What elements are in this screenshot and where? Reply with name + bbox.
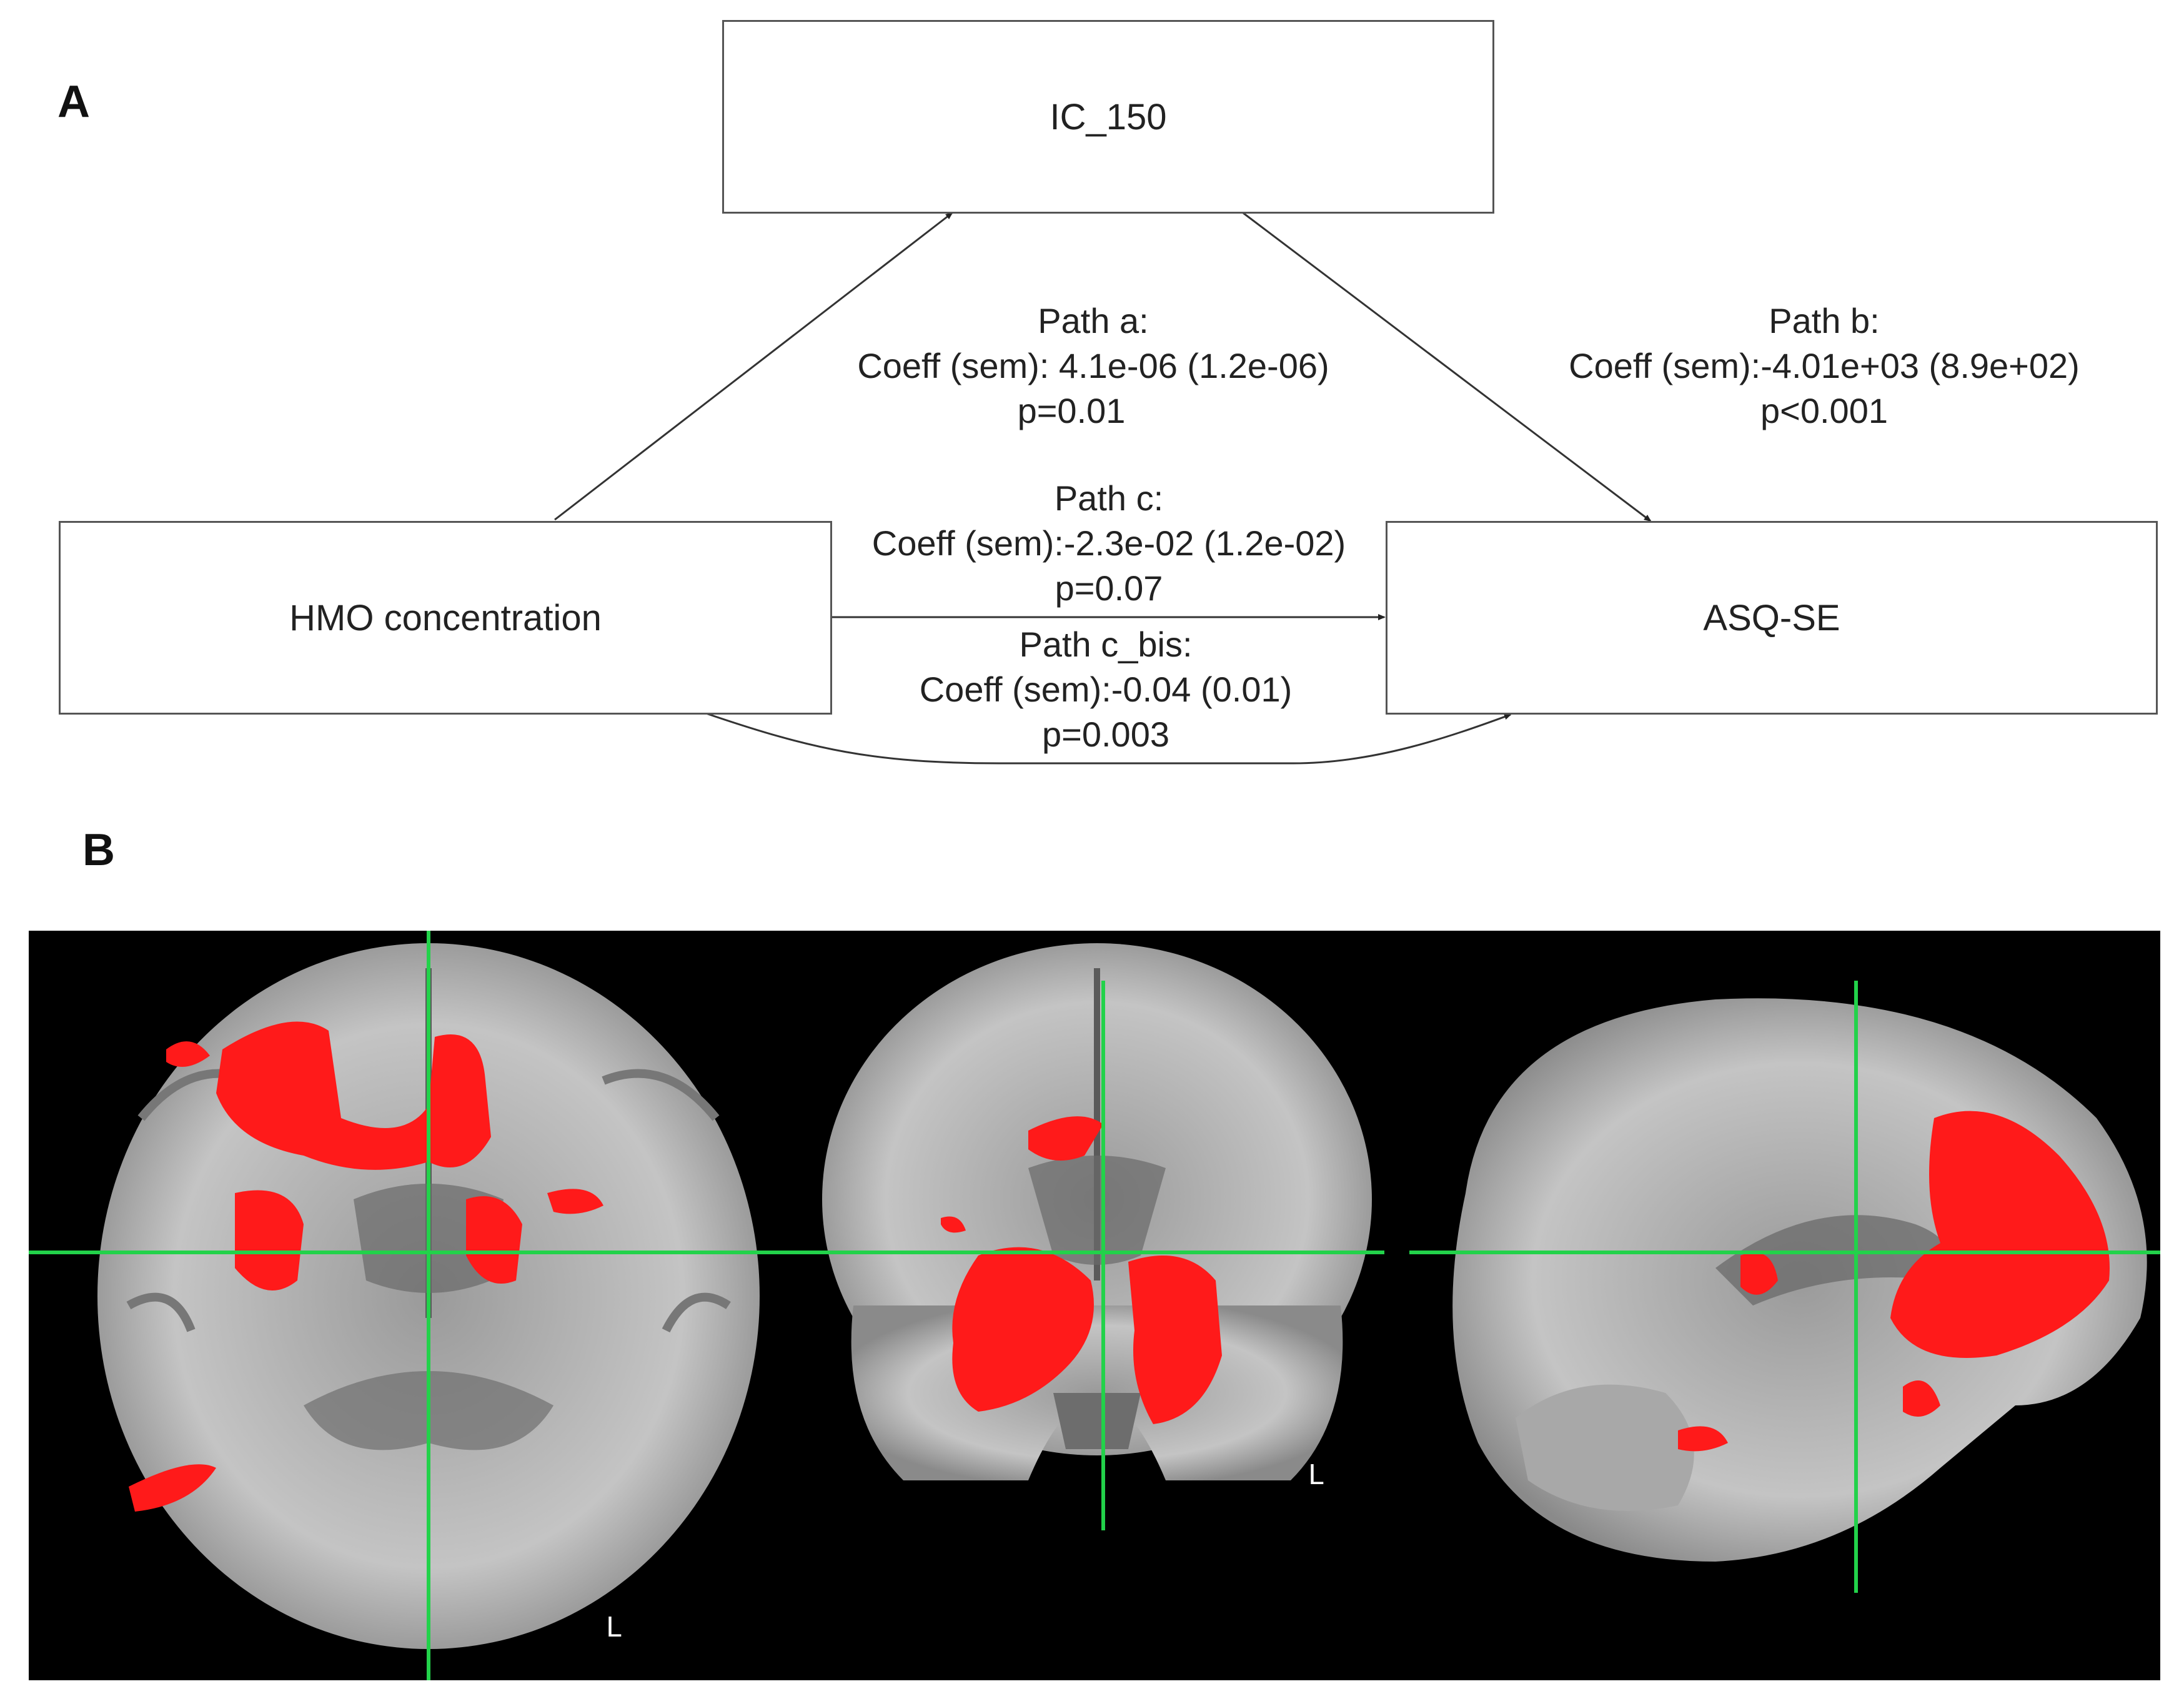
path-b-name: Path b: [1769,301,1880,340]
path-c-bis-p: p=0.003 [1042,715,1169,754]
path-c-coeff: Coeff (sem):-2.3e-02 (1.2e-02) [871,523,1346,563]
sagittal-activation [1678,1111,2110,1452]
coronal-orientation-label: L [1308,1459,1324,1491]
path-c-label: Path c: Coeff (sem):-2.3e-02 (1.2e-02) p… [812,476,1406,611]
coronal-slice [822,943,1372,1480]
crosshairs [29,931,2160,1680]
brain-slices-panel: L L [29,931,2160,1680]
mediator-box: IC_150 [722,20,1494,214]
brain-slices-image [29,931,2160,1680]
path-a-p: p=0.01 [1017,391,1126,430]
path-c-bis-arrow [705,712,1512,765]
path-c-bis-label: Path c_bis: Coeff (sem):-0.04 (0.01) p=0… [825,622,1387,757]
path-a-coeff: Coeff (sem): 4.1e-06 (1.2e-06) [857,346,1329,385]
predictor-label: HMO concentration [289,597,602,638]
path-c-bis-coeff: Coeff (sem):-0.04 (0.01) [919,670,1293,709]
path-c-bis-name: Path c_bis: [1019,625,1193,664]
mediator-label: IC_150 [1050,96,1167,137]
path-a-arrow [554,212,953,521]
path-b-p: p<0.001 [1760,391,1888,430]
path-b-arrow [1243,212,1652,522]
path-c-p: p=0.07 [1055,568,1163,608]
panel-a-label: A [57,77,90,127]
path-b-coeff: Coeff (sem):-4.01e+03 (8.9e+02) [1569,346,2080,385]
mediation-arrows [554,212,1652,765]
path-a-name: Path a: [1038,301,1149,340]
predictor-box: HMO concentration [59,521,832,715]
outcome-box: ASQ-SE [1386,521,2158,715]
axial-slice [97,943,760,1649]
coronal-activation [941,1116,1222,1424]
panel-b-label: B [82,825,115,875]
path-c-name: Path c: [1054,478,1164,518]
axial-activation [129,1021,603,1512]
path-a-label: Path a: Coeff (sem): 4.1e-06 (1.2e-06) p… [812,299,1374,433]
axial-orientation-label: L [606,1612,622,1643]
path-b-label: Path b: Coeff (sem):-4.01e+03 (8.9e+02) … [1512,299,2137,433]
sagittal-slice [1452,998,2147,1562]
outcome-label: ASQ-SE [1703,597,1840,638]
